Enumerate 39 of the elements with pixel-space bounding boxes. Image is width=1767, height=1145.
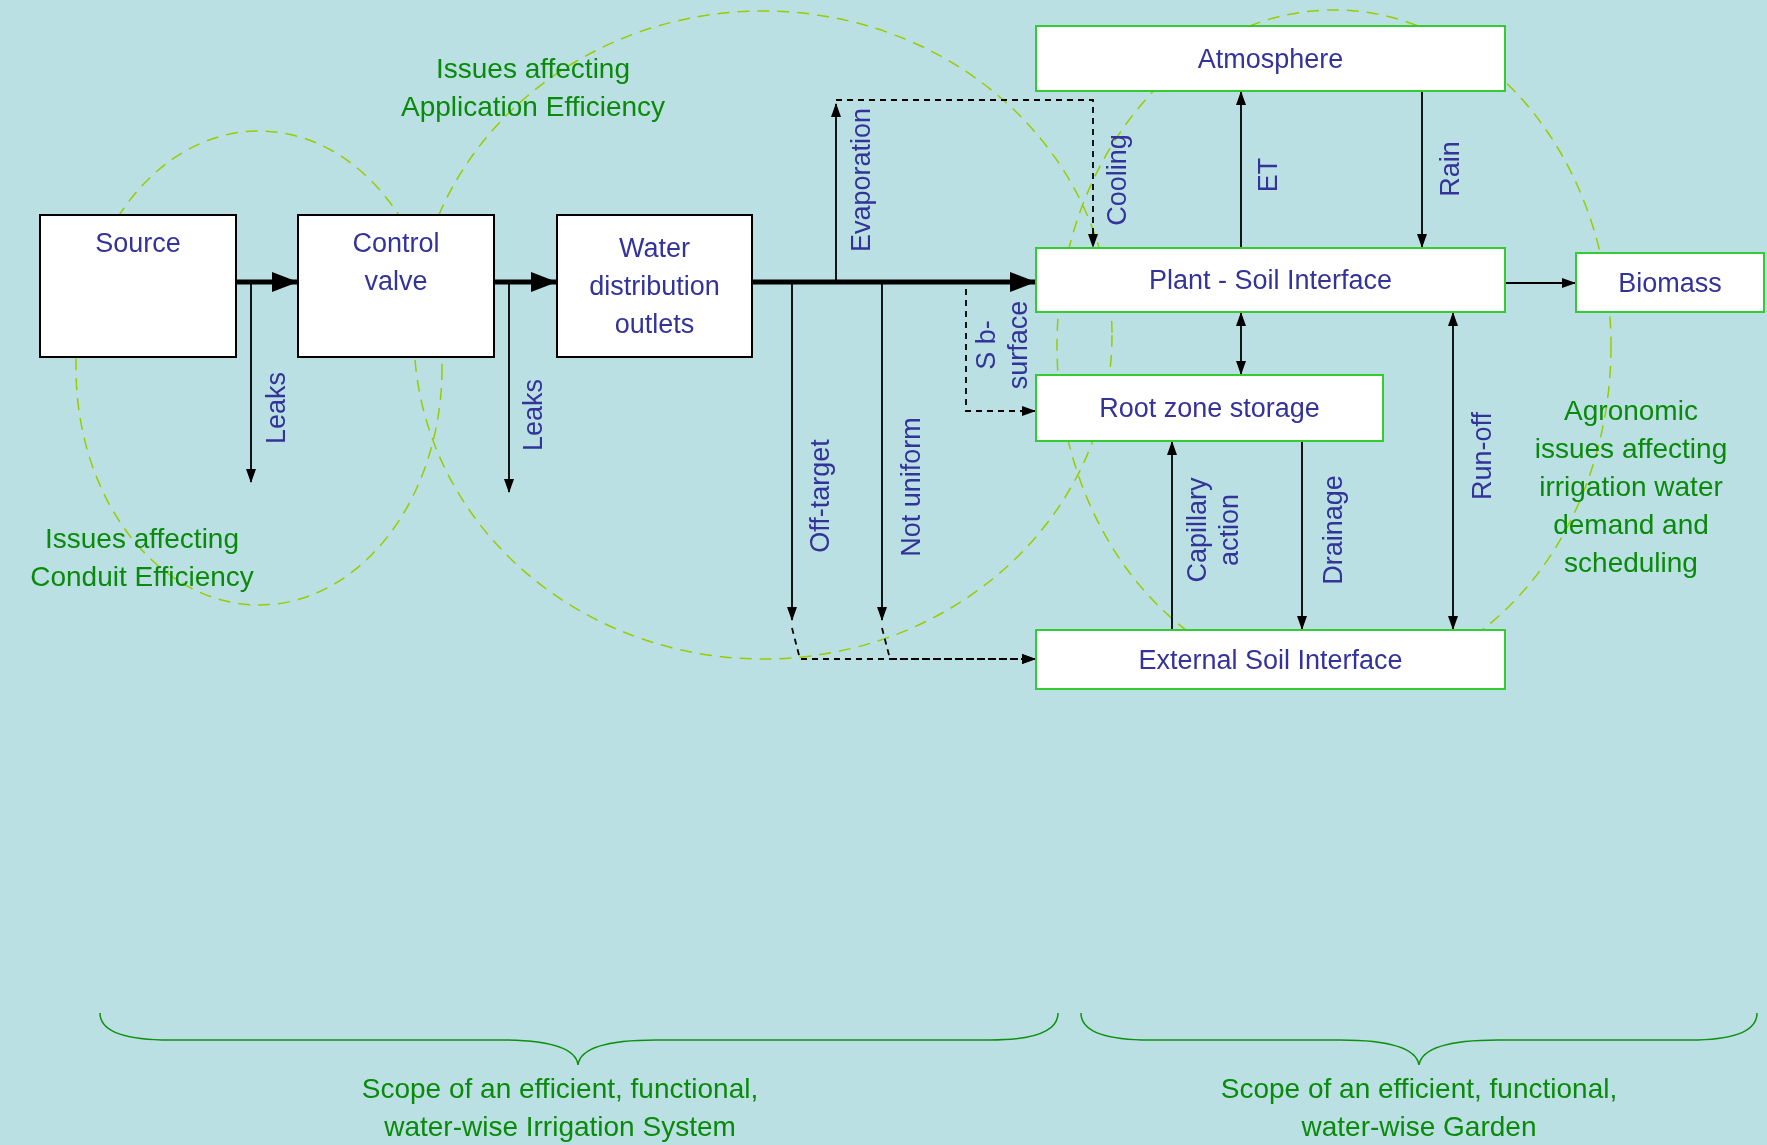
edge-label: Run-off bbox=[1466, 411, 1498, 501]
edge-label: ET bbox=[1252, 157, 1284, 193]
process-box: External Soil Interface bbox=[1035, 629, 1506, 690]
process-box: Water distribution outlets bbox=[556, 214, 753, 358]
annotation-text: Issues affecting Conduit Efficiency bbox=[29, 522, 255, 594]
annotation-text: Issues affecting Application Efficiency bbox=[399, 52, 667, 124]
annotation-text: Scope of an efficient, functional, water-wise Garden bbox=[1219, 1072, 1619, 1144]
edge-label: S b- surface bbox=[970, 299, 1034, 392]
edge-label: Drainage bbox=[1317, 475, 1349, 585]
arrow bbox=[237, 272, 298, 292]
arrow bbox=[495, 272, 557, 292]
arrow bbox=[881, 627, 1036, 664]
arrow bbox=[1448, 312, 1458, 630]
edge-label: Evaporation bbox=[845, 107, 877, 253]
arrow bbox=[494, 281, 514, 493]
process-box: Control valve bbox=[297, 214, 495, 358]
edge-label: Capillary action bbox=[1181, 476, 1245, 585]
edge-label: Not uniform bbox=[895, 417, 927, 557]
edge-label: Rain bbox=[1434, 141, 1466, 197]
annotation-text: Agronomic issues affecting irrigation water demand and scheduling bbox=[1533, 394, 1729, 580]
process-box: Source bbox=[39, 214, 237, 358]
arrow bbox=[1236, 312, 1246, 375]
process-box: Biomass bbox=[1575, 252, 1765, 313]
edge-label: Leaks bbox=[260, 371, 292, 445]
process-box: Plant - Soil Interface bbox=[1035, 247, 1506, 313]
process-box: Root zone storage bbox=[1035, 374, 1384, 442]
arrow bbox=[1167, 441, 1177, 630]
edge-label: Cooling bbox=[1101, 134, 1133, 226]
process-box: Atmosphere bbox=[1035, 25, 1506, 92]
annotation-text: Scope of an efficient, functional, water-wise Irrigation System bbox=[360, 1072, 760, 1144]
arrow bbox=[835, 99, 1098, 248]
arrow bbox=[753, 272, 1036, 292]
arrow bbox=[236, 281, 256, 483]
arrow bbox=[1417, 91, 1427, 248]
arrow bbox=[1297, 441, 1307, 630]
arrow bbox=[1505, 278, 1576, 288]
edge-label: Off-target bbox=[804, 439, 836, 553]
edge-label: Leaks bbox=[517, 378, 549, 452]
arrow bbox=[1236, 91, 1246, 248]
